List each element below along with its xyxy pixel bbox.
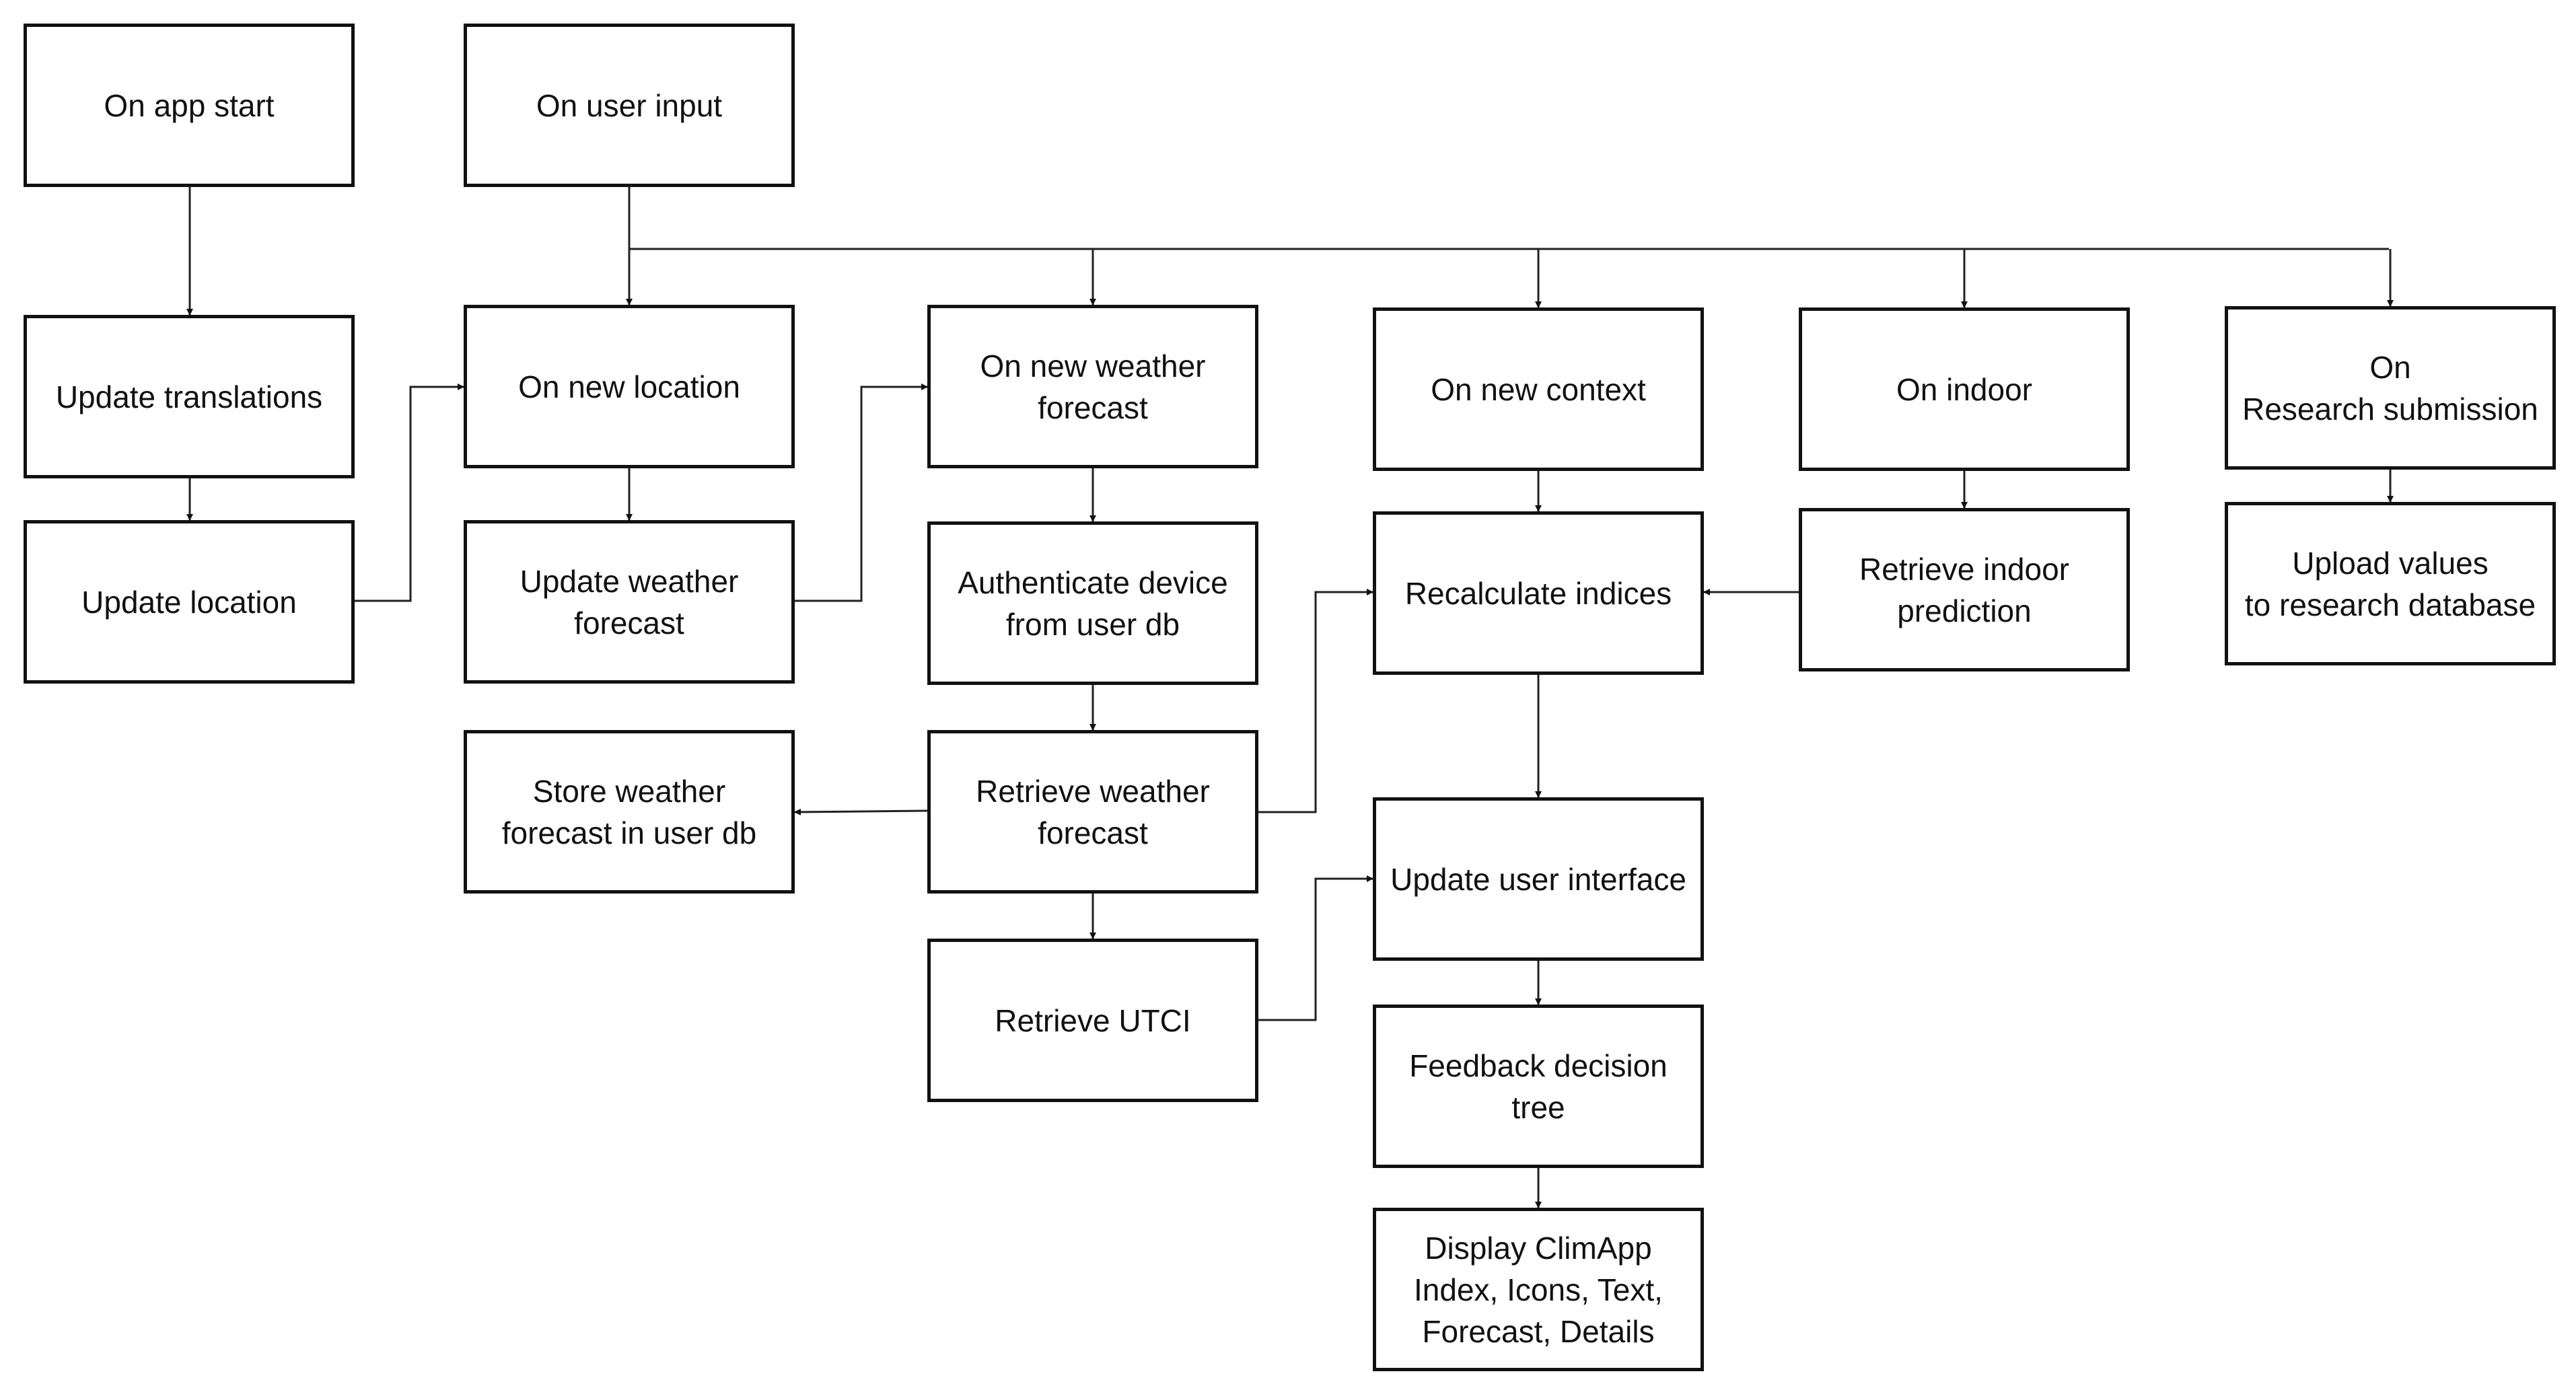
arrow-retrieve-to-recalculate — [1258, 589, 1373, 813]
node-retrieve-utci: Retrieve UTCI — [927, 939, 1258, 1102]
node-feedback-decision-tree: Feedback decision tree — [1373, 1005, 1704, 1168]
node-update-translations: Update translations — [24, 315, 355, 478]
arrow-utci-to-user-interface — [1258, 875, 1373, 1021]
node-retrieve-indoor-prediction: Retrieve indoor prediction — [1799, 508, 2130, 671]
arrow-retrieve-to-store — [794, 808, 928, 815]
arrow-update-weather-to-new-weather — [795, 384, 928, 602]
connector-user-input-trunk — [628, 187, 2389, 250]
node-on-new-location: On new location — [464, 305, 795, 468]
node-on-indoor: On indoor — [1799, 307, 2130, 471]
node-update-location: Update location — [24, 520, 355, 684]
arrow-location-to-new-location — [355, 384, 464, 602]
node-upload-values: Upload values to research database — [2225, 502, 2556, 665]
node-update-weather-forecast: Update weather forecast — [464, 520, 795, 684]
node-authenticate-device: Authenticate device from user db — [927, 521, 1258, 685]
node-recalculate-indices: Recalculate indices — [1373, 511, 1704, 675]
node-display-climapp: Display ClimApp Index, Icons, Text, Fore… — [1373, 1208, 1704, 1371]
node-update-user-interface: Update user interface — [1373, 797, 1704, 961]
node-on-new-weather-forecast: On new weather forecast — [927, 305, 1258, 468]
node-on-new-context: On new context — [1373, 307, 1704, 471]
node-on-user-input: On user input — [464, 24, 795, 187]
node-on-app-start: On app start — [24, 24, 355, 187]
node-store-weather-forecast: Store weather forecast in user db — [464, 730, 795, 894]
node-on-research-submission: On Research submission — [2225, 306, 2556, 470]
node-retrieve-weather-forecast: Retrieve weather forecast — [927, 730, 1258, 894]
